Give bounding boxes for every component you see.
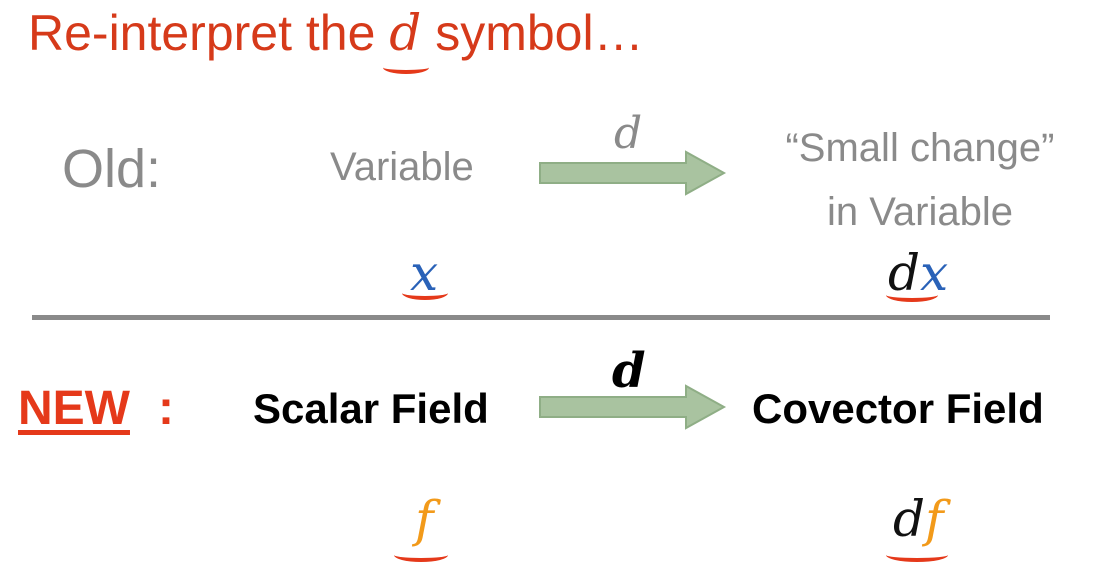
title-d-symbol: d	[389, 4, 422, 62]
new-label-colon: :	[158, 382, 174, 435]
new-f-var: f	[415, 490, 434, 548]
new-arrow-icon	[539, 384, 727, 430]
new-df-var: f	[925, 490, 944, 548]
old-arrow-icon	[539, 150, 727, 196]
new-f-underline	[394, 548, 448, 562]
title-text-after: symbol…	[421, 5, 644, 61]
new-from-text: Scalar Field	[253, 385, 489, 432]
new-f-math: f	[415, 494, 434, 544]
new-label: NEW	[18, 382, 130, 435]
title-text-before: Re-interpret the	[28, 5, 390, 61]
old-to-text: “Small change” in Variable	[745, 116, 1095, 244]
new-df-op: d	[893, 490, 926, 548]
old-label: Old:	[62, 139, 162, 199]
section-divider	[32, 315, 1050, 320]
old-from-text: Variable	[330, 145, 474, 189]
slide-title: Re-interpret the d symbol…	[28, 8, 644, 58]
new-df-underline	[886, 548, 948, 562]
old-x-underline	[402, 286, 448, 300]
new-to-text: Covector Field	[752, 385, 1044, 432]
old-d-operator: d	[614, 108, 643, 159]
old-dx-underline	[886, 288, 938, 302]
old-to-line2: in Variable	[826, 190, 1014, 234]
new-df-math: df	[893, 494, 944, 544]
new-d-operator: d	[612, 343, 646, 399]
old-to-line1: “Small change”	[785, 126, 1055, 170]
